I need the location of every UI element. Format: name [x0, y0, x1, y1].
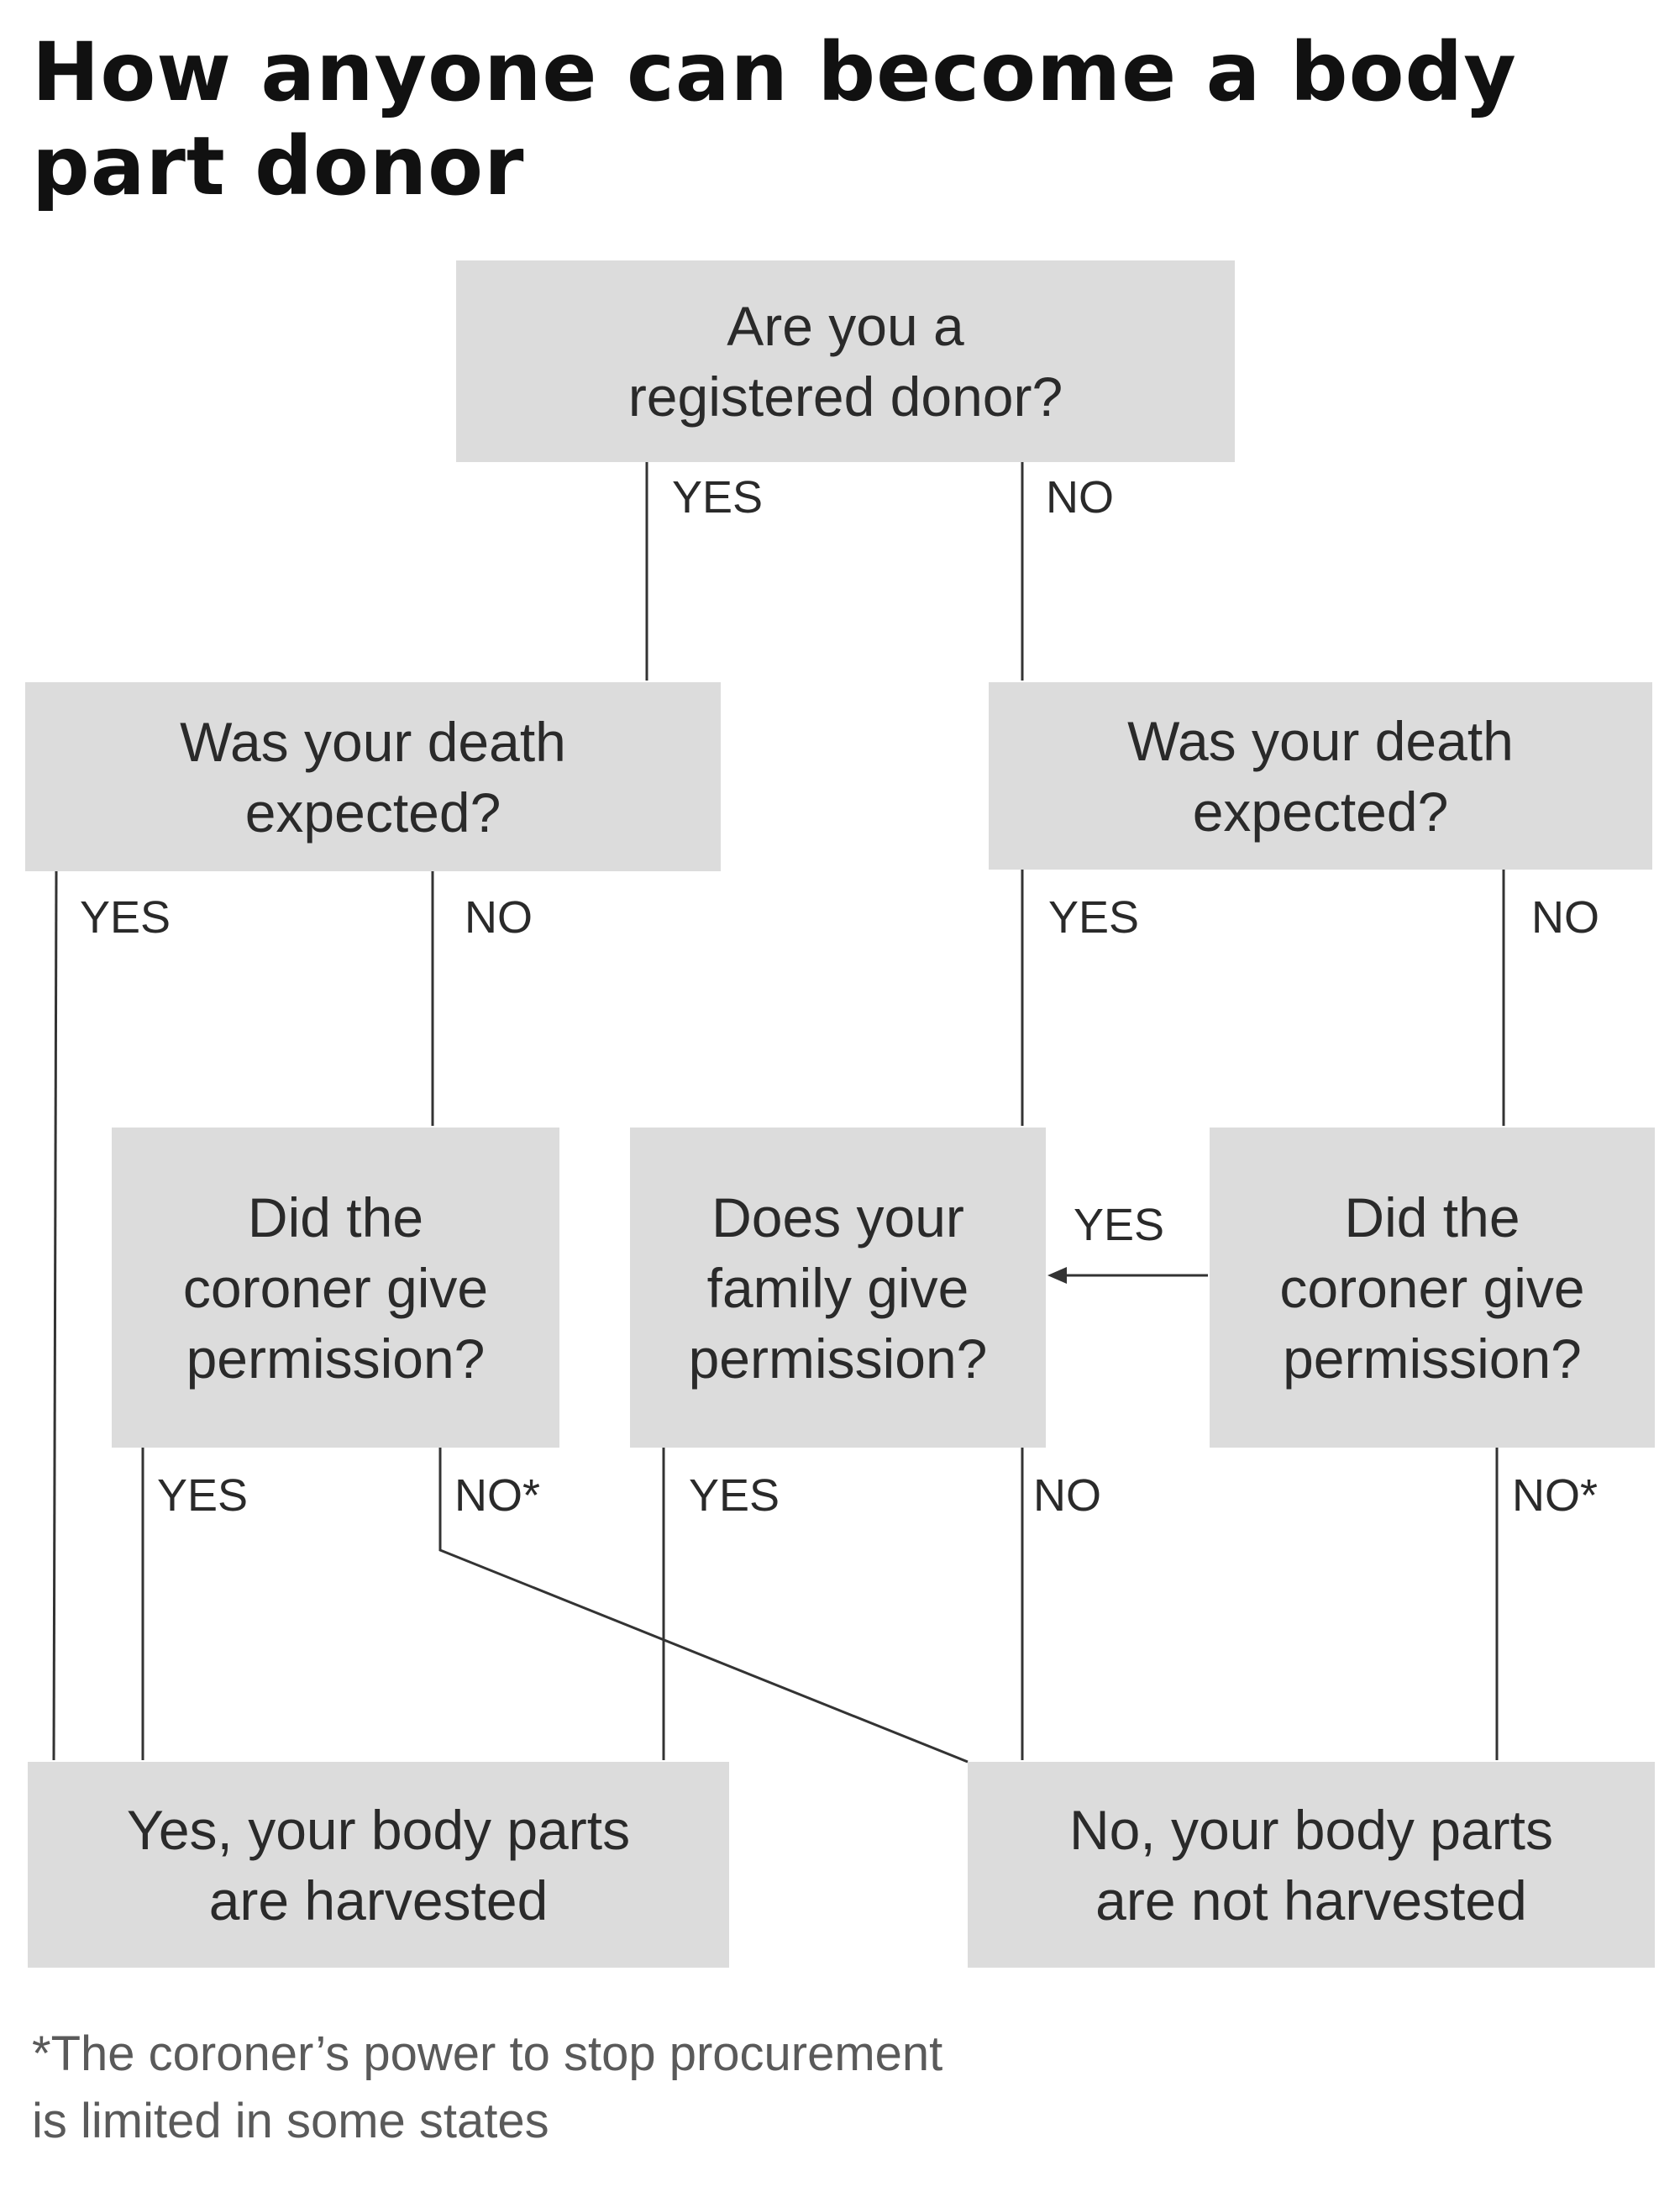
label-death-left-yes: YES	[80, 892, 171, 943]
label-family-no: NO	[1033, 1470, 1101, 1521]
node-text: Was your death expected?	[180, 710, 566, 844]
node-death-expected-right: Was your death expected?	[989, 682, 1652, 870]
connector-coroner-left-no	[438, 1448, 969, 1764]
node-text: Did the coroner give permission?	[182, 1185, 489, 1390]
connector-death-left-yes	[52, 870, 58, 1761]
page-title: How anyone can become a body part donor	[32, 25, 1517, 213]
label-coroner-left-no: NO*	[454, 1470, 541, 1521]
node-family-permission: Does your family give permission?	[630, 1128, 1046, 1448]
node-text: Did the coroner give permission?	[1279, 1185, 1585, 1390]
node-death-expected-left: Was your death expected?	[25, 682, 721, 871]
node-text: No, your body parts are not harvested	[1069, 1798, 1553, 1932]
node-not-harvested: No, your body parts are not harvested	[968, 1762, 1655, 1968]
node-coroner-permission-left: Did the coroner give permission?	[112, 1128, 559, 1448]
label-family-yes: YES	[689, 1470, 780, 1521]
arrowhead-icon	[1047, 1267, 1067, 1284]
label-registered-yes: YES	[672, 472, 764, 523]
node-text: Yes, your body parts are harvested	[126, 1798, 631, 1932]
node-text: Are you a registered donor?	[627, 295, 1063, 428]
node-text: Does your family give permission?	[688, 1185, 988, 1390]
node-coroner-permission-right: Did the coroner give permission?	[1210, 1128, 1655, 1448]
node-text: Was your death expected?	[1127, 709, 1514, 843]
node-registered-donor: Are you a registered donor?	[456, 260, 1235, 462]
label-coroner-left-yes: YES	[157, 1470, 249, 1521]
footnote: *The coroner’s power to stop procurement…	[32, 2026, 943, 2148]
label-death-left-no: NO	[465, 892, 533, 943]
label-registered-no: NO	[1046, 472, 1114, 523]
label-coroner-right-yes: YES	[1074, 1200, 1165, 1250]
label-coroner-right-no: NO*	[1512, 1470, 1599, 1521]
label-death-right-no: NO	[1531, 892, 1599, 943]
label-death-right-yes: YES	[1048, 892, 1140, 943]
node-harvested: Yes, your body parts are harvested	[28, 1762, 729, 1968]
